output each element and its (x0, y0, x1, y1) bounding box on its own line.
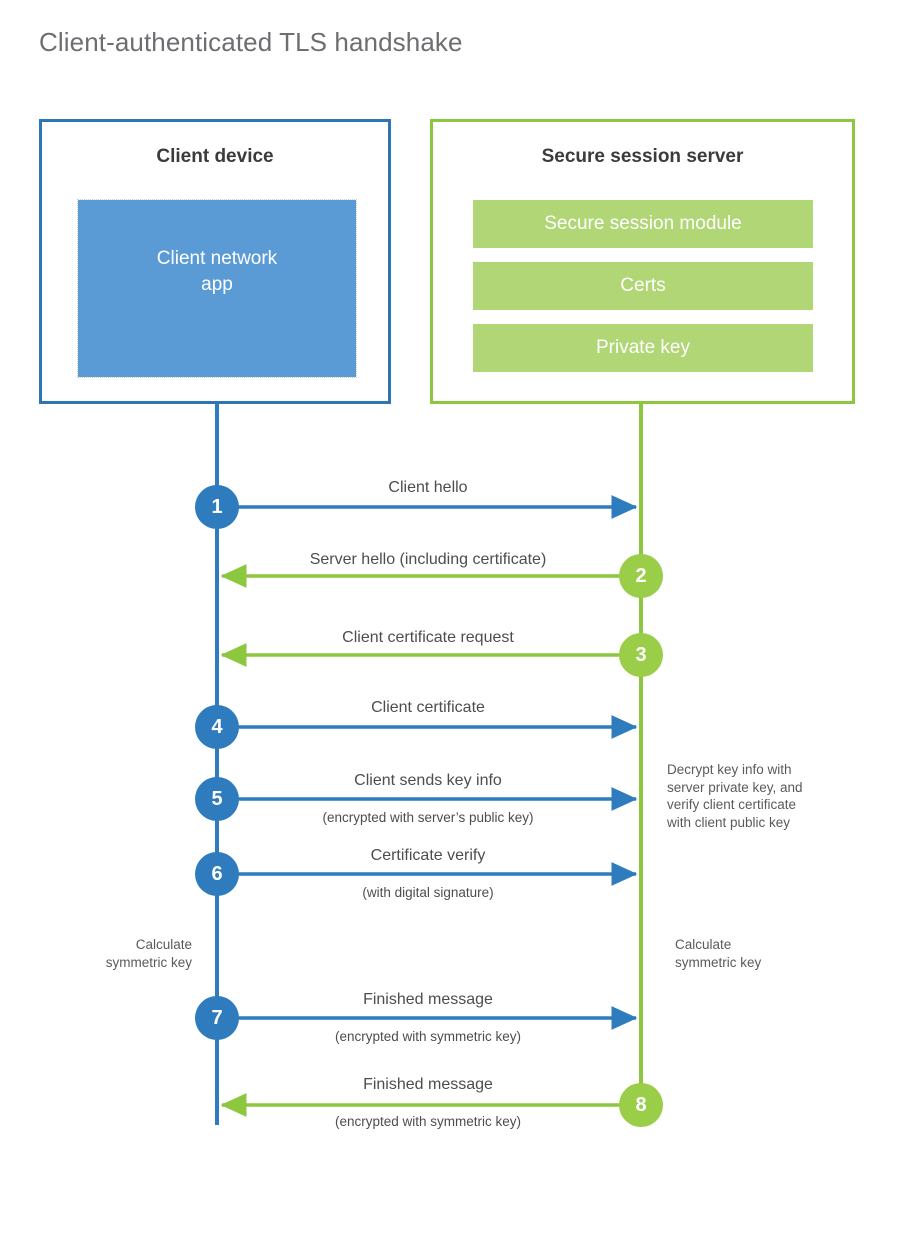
message-sublabel-6: (with digital signature) (362, 885, 494, 900)
step-marker-4[interactable]: 4 (195, 705, 239, 749)
message-sublabel-5: (encrypted with server’s public key) (322, 810, 534, 825)
client-network-app-block: Client network app (77, 199, 357, 378)
message-label-2: Server hello (including certificate) (309, 551, 547, 568)
message-label-4: Client certificate (371, 699, 485, 716)
client-device-box: Client device Client network app (39, 119, 391, 404)
message-label-8: Finished message (363, 1076, 493, 1093)
step-marker-2[interactable]: 2 (619, 554, 663, 598)
client-device-title: Client device (156, 146, 274, 167)
message-sublabel-8: (encrypted with symmetric key) (334, 1114, 522, 1129)
step-marker-8[interactable]: 8 (619, 1083, 663, 1127)
server-component-private-key: Private key (473, 324, 813, 372)
page-title: Client-authenticated TLS handshake (39, 27, 463, 57)
message-label-7: Finished message (363, 991, 493, 1008)
step-marker-6[interactable]: 6 (195, 852, 239, 896)
note-client-calculate-symmetric-key: Calculate symmetric key (105, 937, 192, 970)
message-sublabel-7: (encrypted with symmetric key) (334, 1029, 522, 1044)
step-marker-3[interactable]: 3 (619, 633, 663, 677)
step-marker-5[interactable]: 5 (195, 777, 239, 821)
note-server-decrypt: Decrypt key info with server private key… (667, 762, 803, 830)
note-server-calculate-symmetric-key: Calculate symmetric key (675, 937, 762, 970)
secure-session-server-box: Secure session server Secure session mod… (430, 119, 855, 404)
message-label-6: Certificate verify (370, 847, 486, 864)
step-marker-1[interactable]: 1 (195, 485, 239, 529)
step-marker-7[interactable]: 7 (195, 996, 239, 1040)
message-label-1: Client hello (388, 479, 468, 496)
message-label-5: Client sends key info (354, 772, 502, 789)
secure-session-server-title: Secure session server (541, 146, 744, 167)
server-component-certs: Certs (473, 262, 813, 310)
client-network-app-label: Client network app (156, 248, 278, 295)
server-component-secure-session-module: Secure session module (473, 200, 813, 248)
message-label-3: Client certificate request (342, 629, 514, 646)
